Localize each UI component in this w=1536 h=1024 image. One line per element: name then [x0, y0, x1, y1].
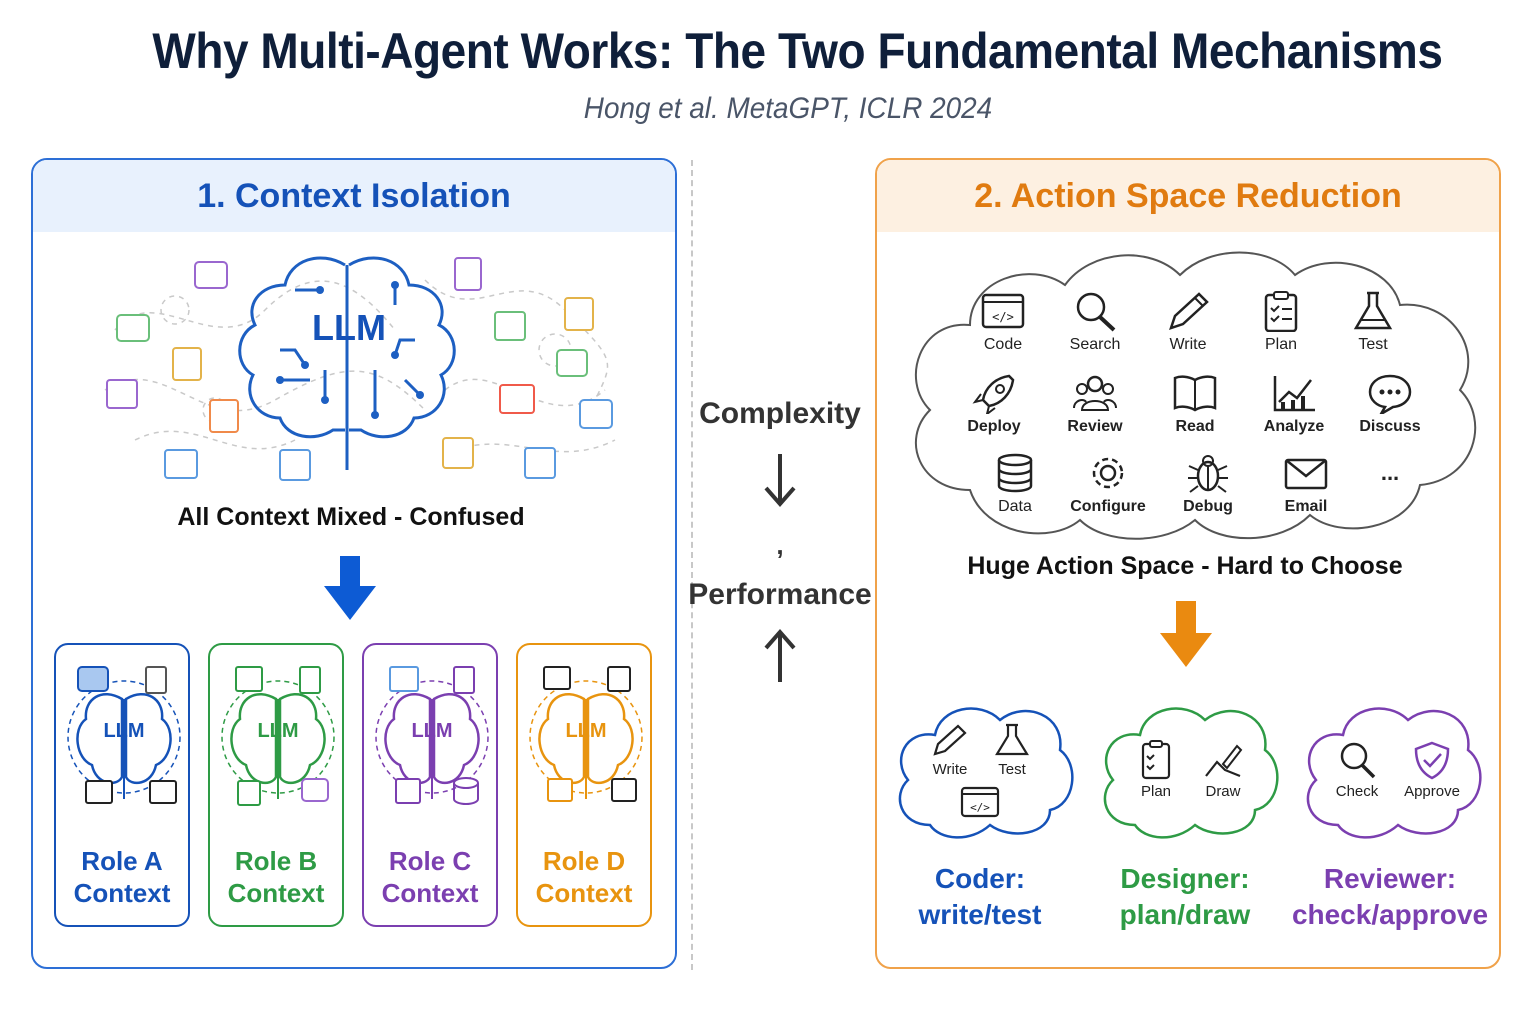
- reviewer-approve: Approve: [1397, 740, 1467, 800]
- mixed-context-caption: All Context Mixed - Confused: [177, 503, 525, 531]
- designer-draw: Draw: [1188, 740, 1258, 800]
- chat-bubble-icon: [1368, 374, 1412, 414]
- rocket-icon: [972, 374, 1015, 414]
- coder-test: Test: [977, 722, 1047, 778]
- action-code: </> Code: [958, 290, 1048, 354]
- search-icon: [1076, 292, 1116, 332]
- magnifier-icon: [1340, 742, 1376, 779]
- draw-icon: [1205, 744, 1243, 778]
- role-d-brain-icon: LLM: [529, 666, 643, 802]
- mixed-context-illustration: LLM: [104, 256, 616, 481]
- role-a-brain-icon: LLM: [67, 666, 181, 804]
- role-b-name: Role B: [234, 846, 318, 876]
- envelope-icon: [1284, 458, 1328, 490]
- down-arrow-icon: [324, 556, 376, 620]
- role-b-label: Role B Context: [210, 845, 342, 909]
- svg-text:</>: </>: [970, 801, 990, 814]
- action-search: Search: [1050, 290, 1140, 354]
- action-debug: Debug: [1163, 452, 1253, 516]
- context-isolation-heading: 1. Context Isolation: [33, 160, 675, 232]
- action-discuss: Discuss: [1345, 372, 1435, 436]
- role-a-label: Role A Context: [56, 845, 188, 909]
- middle-separator: ,: [776, 530, 784, 560]
- action-space-heading: 2. Action Space Reduction: [877, 160, 1499, 232]
- role-c-label: Role C Context: [364, 845, 496, 909]
- role-b-brain-icon: LLM: [221, 666, 335, 806]
- action-analyze: Analyze: [1249, 372, 1339, 436]
- flask-icon: [1353, 291, 1393, 330]
- arrow-down-icon: [764, 454, 796, 508]
- role-d-name: Role D: [542, 846, 626, 876]
- action-data: Data: [970, 452, 1060, 516]
- action-plan: Plan: [1236, 290, 1326, 354]
- designer-plan: Plan: [1121, 740, 1191, 800]
- role-c-name: Role C: [388, 846, 472, 876]
- page-title: Why Multi-Agent Works: The Two Fundament…: [152, 23, 1443, 79]
- brain-llm-label: LLM: [312, 307, 386, 348]
- panel-divider: [691, 160, 693, 970]
- clipboard-icon: [1264, 291, 1298, 332]
- shield-check-icon: [1414, 741, 1450, 780]
- action-configure: Configure: [1063, 452, 1153, 516]
- role-a-box: LLM Role A Context: [54, 643, 190, 927]
- action-read: Read: [1150, 372, 1240, 436]
- pencil-icon: [933, 724, 967, 756]
- bug-icon: [1188, 455, 1228, 493]
- reviewer-caption: Reviewer: check/approve: [1291, 863, 1489, 930]
- role-d-box: LLM Role D Context: [516, 643, 652, 927]
- chart-icon: [1273, 376, 1315, 412]
- action-write: Write: [1143, 290, 1233, 354]
- orange-down-arrow-icon: [1160, 601, 1212, 667]
- designer-caption: Designer: plan/draw: [1119, 863, 1251, 930]
- role-c-box: LLM Role C Context: [362, 643, 498, 927]
- action-more: ...: [1380, 460, 1400, 485]
- page-subtitle: Hong et al. MetaGPT, ICLR 2024: [583, 92, 993, 125]
- role-c-context: Context: [381, 878, 479, 908]
- action-test: Test: [1328, 290, 1418, 354]
- database-icon: [997, 453, 1033, 493]
- role-b-llm-label: LLM: [257, 720, 298, 742]
- reviewer-cloud: [1306, 707, 1482, 839]
- gear-icon: [1092, 457, 1124, 489]
- role-d-context: Context: [535, 878, 633, 908]
- action-review: Review: [1050, 372, 1140, 436]
- svg-text:</>: </>: [992, 310, 1014, 324]
- role-d-llm-label: LLM: [565, 720, 606, 742]
- action-space-caption: Huge Action Space - Hard to Choose: [967, 552, 1403, 580]
- people-icon: [1073, 375, 1117, 411]
- role-a-name: Role A: [81, 846, 163, 876]
- code-icon: </>: [981, 293, 1025, 329]
- performance-label: Performance: [688, 578, 872, 611]
- coder-caption: Coder: write/test: [918, 863, 1042, 930]
- role-c-llm-label: LLM: [411, 720, 452, 742]
- role-a-llm-label: LLM: [103, 720, 144, 742]
- role-c-brain-icon: LLM: [375, 666, 489, 805]
- action-email: Email: [1261, 452, 1351, 516]
- action-deploy: Deploy: [949, 372, 1039, 436]
- role-b-context: Context: [227, 878, 325, 908]
- role-a-context: Context: [73, 878, 171, 908]
- book-icon: [1173, 375, 1217, 412]
- arrow-up-icon: [764, 628, 796, 682]
- role-b-box: LLM Role B Context: [208, 643, 344, 927]
- flask-icon: [995, 723, 1029, 756]
- reviewer-check: Check: [1322, 740, 1392, 800]
- clipboard-icon: [1141, 740, 1171, 780]
- complexity-label: Complexity: [699, 397, 861, 430]
- designer-cloud: [1103, 707, 1279, 839]
- role-d-label: Role D Context: [518, 845, 650, 909]
- coder-write: Write: [915, 722, 985, 778]
- code-icon: </>: [960, 786, 1000, 818]
- pencil-icon: [1169, 292, 1209, 330]
